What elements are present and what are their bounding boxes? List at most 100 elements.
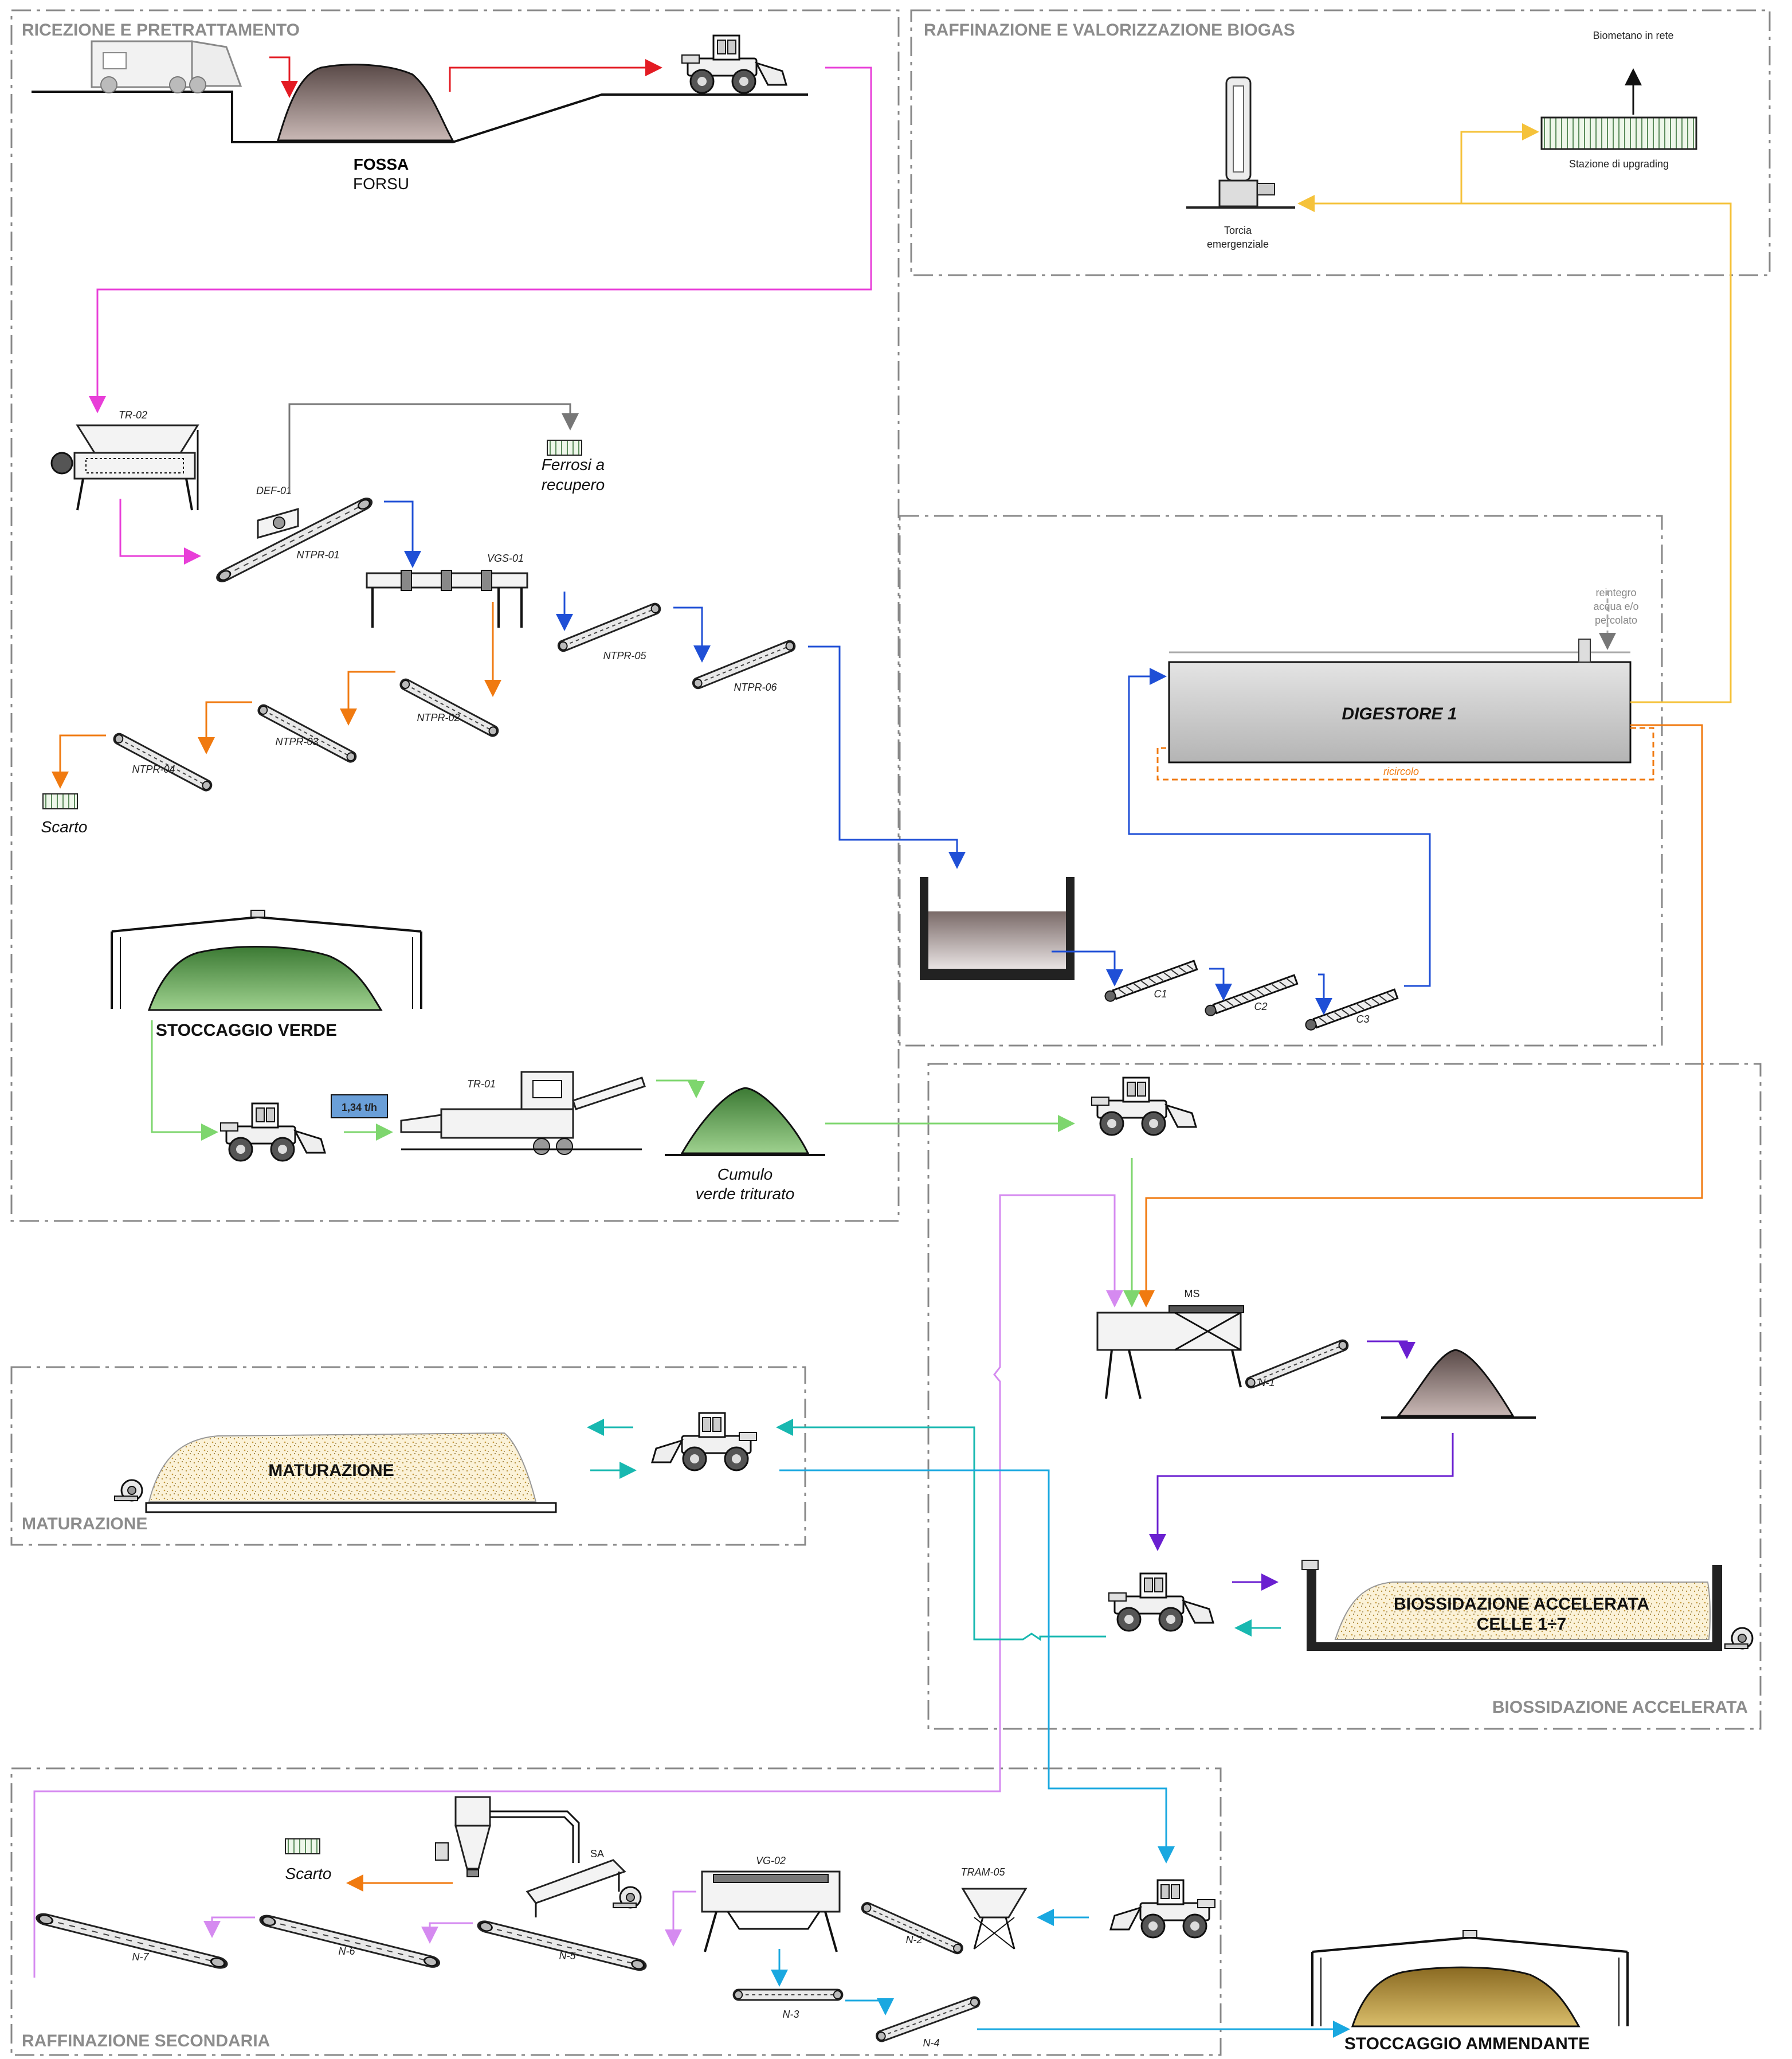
loader-refining: [1109, 1879, 1216, 1939]
loader-maturation: [651, 1412, 758, 1471]
upgrading-station: [1540, 116, 1697, 150]
biox-title-1: BIOSSIDAZIONE ACCELERATA: [1394, 1595, 1649, 1614]
digester: [1168, 639, 1632, 764]
vg02-label: VG-02: [756, 1855, 786, 1866]
cumulo-label-2: verde triturato: [696, 1185, 795, 1203]
maturazione-title: MATURAZIONE: [268, 1461, 394, 1480]
flow-lines: [33, 56, 1732, 2038]
n7-label: N-7: [132, 1951, 149, 1963]
loader-biox: [1108, 1572, 1214, 1632]
garbage-truck: [91, 40, 242, 93]
green-storage-shed: [111, 910, 422, 1011]
reintegro-label-3: percolato: [1595, 614, 1637, 626]
biox-cells: [1301, 1560, 1722, 1651]
cyclone-separator-sa: [435, 1796, 626, 1917]
ms-label: MS: [1185, 1288, 1200, 1299]
waste-bin-2: [285, 1838, 320, 1854]
forsu-subtitle: FORSU: [353, 175, 409, 193]
n3-label: N-3: [782, 2009, 799, 2020]
mixed-pile: [1381, 1349, 1536, 1419]
ferrosi-label-1: Ferrosi a: [542, 456, 605, 473]
conveyor-ntpr04: [111, 731, 214, 793]
mixer-ms: [1096, 1305, 1244, 1399]
magnetic-separator-def01: [257, 508, 299, 539]
screw-c3: [1303, 988, 1399, 1032]
section-frames: [10, 9, 1771, 2056]
hopper-tram05: [961, 1888, 1028, 1950]
fan-sa: [612, 1886, 642, 1909]
section-title-biox: BIOSSIDAZIONE ACCELERATA: [1492, 1698, 1748, 1717]
waste-bin-1: [42, 793, 78, 809]
section-title-refining: RAFFINAZIONE SECONDARIA: [22, 2031, 270, 2050]
screen-vg02: [701, 1870, 841, 1952]
ferrosi-label-2: recupero: [542, 476, 605, 494]
ricircolo-label: ricircolo: [1383, 766, 1419, 777]
c1-label: C1: [1154, 988, 1167, 1000]
emergency-flare: [1186, 76, 1295, 209]
digestore-title: DIGESTORE 1: [1342, 704, 1457, 723]
rate-box: 1,34 t/h: [331, 1094, 388, 1118]
cumulo-label-1: Cumulo: [717, 1165, 773, 1183]
biometano-label: Biometano in rete: [1593, 30, 1673, 41]
conveyor-ntpr02: [398, 676, 501, 739]
shredder-tr02: [50, 424, 199, 511]
n1-label: N-1: [1258, 1377, 1275, 1388]
ntpr05-label: NTPR-05: [603, 650, 646, 661]
loader-green: [219, 1102, 326, 1162]
section-title-maturation: MATURAZIONE: [22, 1514, 147, 1533]
section-title-reception: RICEZIONE E PRETRATTAMENTO: [22, 21, 300, 40]
conveyor-n2: [859, 1900, 965, 1956]
n4-label: N-4: [923, 2037, 939, 2049]
conveyor-n6: [260, 1914, 440, 1968]
torcia-label-1: Torcia: [1224, 225, 1252, 236]
ntpr01-label: NTPR-01: [296, 549, 339, 561]
upgrading-label: Stazione di upgrading: [1569, 158, 1669, 170]
vgs01-label: VGS-01: [487, 553, 524, 564]
tr02-label: TR-02: [119, 409, 147, 421]
stoccaggio-verde-title: STOCCAGGIO VERDE: [156, 1021, 337, 1040]
n2-label: N-2: [905, 1934, 922, 1946]
fan-maturation: [113, 1479, 143, 1502]
recirculation-loop: [1156, 727, 1654, 781]
feed-tank: [920, 877, 1075, 980]
def01-label: DEF-01: [256, 485, 292, 496]
reintegro-label-2: acqua e/o: [1593, 601, 1638, 612]
tr01-label: TR-01: [467, 1078, 496, 1090]
screw-c1: [1103, 959, 1198, 1004]
tram05-label: TRAM-05: [960, 1866, 1005, 1878]
ntpr04-label: NTPR-04: [132, 764, 175, 775]
ntpr02-label: NTPR-02: [417, 712, 460, 723]
conveyor-ntpr05: [556, 601, 663, 653]
n5-label: N-5: [559, 1950, 576, 1962]
c2-label: C2: [1254, 1001, 1267, 1012]
fossa-title: FOSSA: [354, 155, 409, 173]
loader-mixing: [1091, 1077, 1197, 1136]
maturation-pile: [145, 1432, 557, 1513]
biox-title-2: CELLE 1÷7: [1477, 1615, 1567, 1634]
n6-label: N-6: [338, 1946, 355, 1957]
scarto-label-1: Scarto: [41, 818, 88, 836]
sa-label: SA: [590, 1848, 604, 1860]
shredder-tr01: [400, 1071, 646, 1155]
screw-c2: [1203, 973, 1299, 1018]
conveyor-ntpr03: [256, 702, 359, 765]
rate-value: 1,34 t/h: [342, 1102, 377, 1113]
ntpr03-label: NTPR-03: [275, 736, 318, 747]
c3-label: C3: [1356, 1013, 1369, 1025]
stoccaggio-ammendante-title: STOCCAGGIO AMMENDANTE: [1344, 2034, 1590, 2053]
ntpr06-label: NTPR-06: [734, 682, 777, 693]
forsu-pile: [276, 64, 454, 142]
torcia-label-2: emergenziale: [1207, 238, 1269, 250]
fan-biox: [1724, 1627, 1754, 1650]
ferrous-bin: [547, 440, 582, 456]
scarto-label-2: Scarto: [285, 1865, 332, 1882]
shredded-green-pile: [665, 1087, 825, 1156]
conveyor-n4: [874, 1995, 982, 2044]
section-title-biogas: RAFFINAZIONE E VALORIZZAZIONE BIOGAS: [924, 21, 1295, 40]
conveyor-n3: [732, 1988, 844, 2001]
screen-vgs01: [366, 570, 528, 628]
compost-storage-shed: [1311, 1930, 1629, 2027]
reintegro-label-1: reintegro: [1595, 587, 1636, 598]
conveyor-n5: [477, 1920, 646, 1971]
